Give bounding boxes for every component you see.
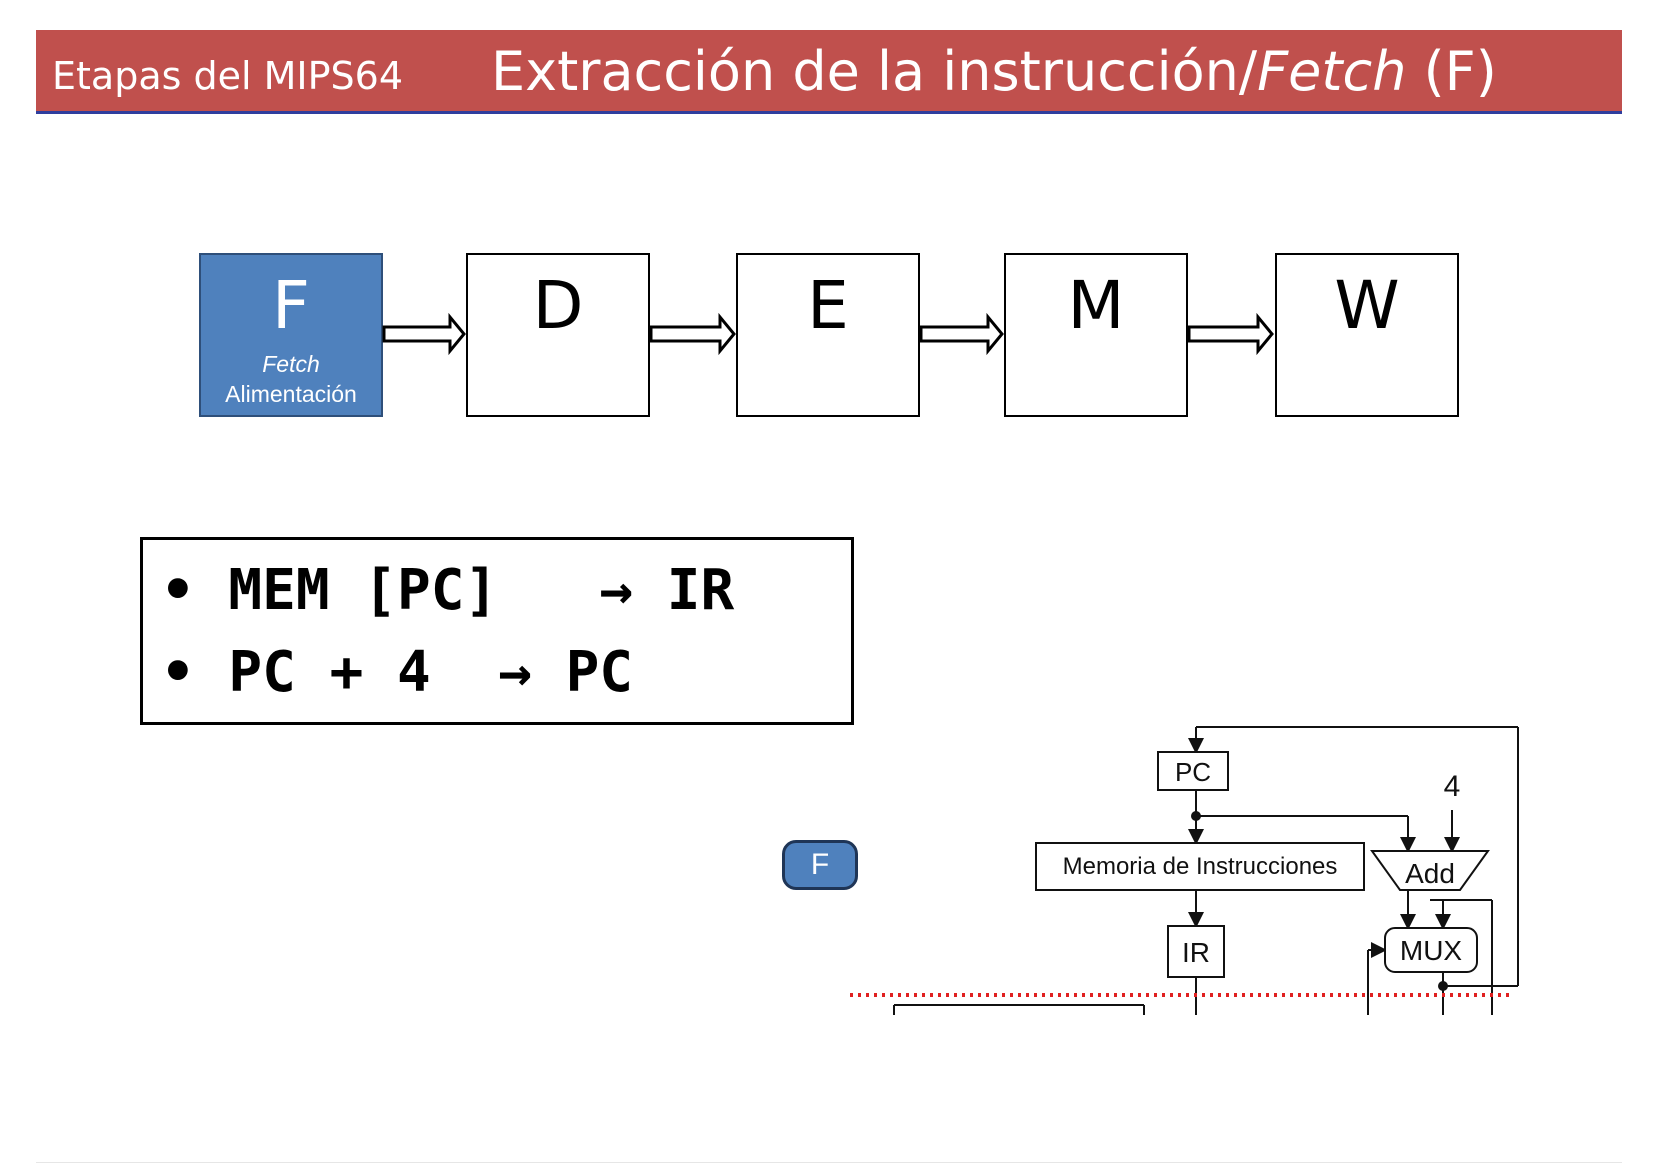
arrow-m-w xyxy=(1187,312,1274,356)
stage-sublabel-en: Fetch xyxy=(262,351,320,377)
title-italic: Fetch xyxy=(1257,40,1407,103)
pc-register xyxy=(1157,751,1229,791)
slide-title: Extracción de la instrucción/Fetch (F) xyxy=(491,40,1497,103)
arrow-d-e xyxy=(649,312,736,356)
junction-pc xyxy=(1191,811,1201,821)
add-label: Add xyxy=(1405,858,1455,889)
stage-sublabel-es: Alimentación xyxy=(225,381,357,407)
stage-w-box: W xyxy=(1275,253,1459,417)
mux-label: MUX xyxy=(1400,935,1463,966)
junction-mux xyxy=(1438,981,1448,991)
instruction-line-2: • PC + 4 → PC xyxy=(161,640,634,705)
pc-label: PC xyxy=(1175,757,1211,787)
stage-d-box: D xyxy=(466,253,650,417)
arrow-e-m xyxy=(919,312,1004,356)
stage-badge-f: F xyxy=(782,840,858,890)
memory-label: Memoria de Instrucciones xyxy=(1063,853,1338,880)
stage-letter: W xyxy=(1334,267,1400,344)
stage-e-box: E xyxy=(736,253,920,417)
stage-f-box: F Fetch Alimentación xyxy=(199,253,383,417)
arrow-f-d xyxy=(382,312,466,356)
mux xyxy=(1384,927,1478,973)
stage-letter: E xyxy=(807,267,849,344)
title-bar: Etapas del MIPS64 Extracción de la instr… xyxy=(36,30,1622,114)
instruction-memory xyxy=(1035,842,1365,891)
instruction-box: • MEM [PC] → IR • PC + 4 → PC xyxy=(140,537,854,725)
title-text: Extracción de la instrucción/ xyxy=(491,40,1258,103)
stage-m-box: M xyxy=(1004,253,1188,417)
ir-label: IR xyxy=(1182,937,1210,968)
slide-subtitle: Etapas del MIPS64 xyxy=(52,54,403,98)
adder xyxy=(1370,850,1490,891)
stage-letter: F xyxy=(272,267,310,344)
ir-register xyxy=(1167,925,1225,978)
stage-letter: D xyxy=(532,267,584,344)
title-suffix: (F) xyxy=(1406,40,1497,103)
instruction-line-1: • MEM [PC] → IR xyxy=(161,558,735,623)
constant-four: 4 xyxy=(1444,770,1461,803)
stage-letter: M xyxy=(1067,267,1125,344)
